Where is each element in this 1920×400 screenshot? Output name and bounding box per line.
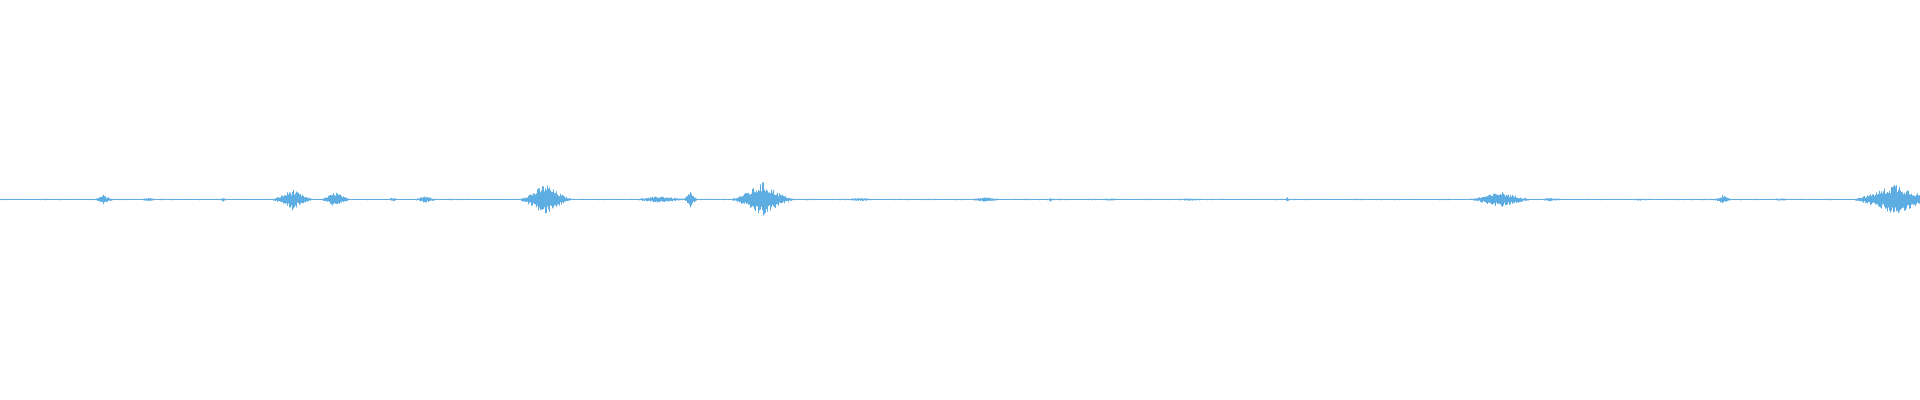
waveform-samples xyxy=(1,182,1920,216)
